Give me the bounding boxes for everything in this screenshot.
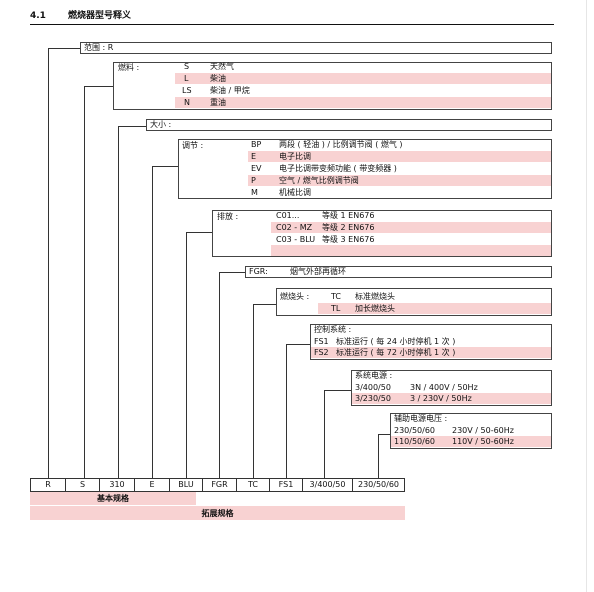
regulation-label: 调节 : [182,141,204,150]
regulation-code: EV [251,164,262,173]
regulation-desc: 空气 / 燃气比例调节阀 [279,176,359,185]
model-cell: TC [236,478,270,492]
fuel-row-highlight [175,73,551,84]
control-desc: 标准运行 ( 每 72 小时停机 1 次 ) [336,348,456,357]
extended-spec-bar [30,506,405,520]
fuel-code: S [184,62,190,71]
aux-desc: 110V / 50-60Hz [452,437,514,446]
fgr-desc: 烟气外部再循环 [290,267,346,276]
regulation-code: M [251,188,258,197]
page-edge [586,0,587,592]
aux-code: 230/50/60 [394,426,436,435]
fuel-code: N [184,98,190,107]
range-label: 范围 : R [84,43,114,52]
regulation-desc: 机械比调 [279,188,311,197]
fuel-desc: 重油 [210,98,226,107]
power-row-highlight [352,393,551,404]
control-label: 控制系统 : [314,325,352,334]
fuel-code: L [184,74,189,83]
regulation-row-highlight [248,151,551,162]
emission-row-highlight [271,222,551,233]
aux-label: 辅助电源电压 : [394,414,448,423]
model-cell: BLU [169,478,203,492]
control-row-highlight [311,347,551,358]
power-desc: 3 / 230V / 50Hz [410,394,472,403]
head-label: 燃烧头 : [280,292,310,301]
emission-desc: 等级 3 EN676 [322,235,375,244]
head-desc: 标准燃烧头 [355,292,395,301]
fgr-label: FGR: [249,267,268,276]
emission-code: C01... [276,211,300,220]
fuel-desc: 柴油 [210,74,226,83]
fuel-label: 燃料 : [118,63,140,72]
emission-row-highlight [271,245,551,256]
section-title: 燃烧器型号释义 [68,11,132,21]
control-code: FS2 [314,348,329,357]
power-label: 系统电源 : [355,371,393,380]
regulation-code: E [251,152,257,161]
regulation-code: BP [251,140,262,149]
model-cell: FGR [202,478,237,492]
fgr-box [245,266,552,278]
fuel-row-highlight [175,97,551,108]
emission-code: C02 - MZ [276,223,313,232]
head-code: TC [331,292,342,301]
aux-desc: 230V / 50-60Hz [452,426,514,435]
power-code: 3/400/50 [355,383,391,392]
basic-spec-bar [30,492,196,505]
model-cell: E [134,478,170,492]
model-cell: 310 [99,478,135,492]
emission-desc: 等级 2 EN676 [322,223,375,232]
aux-code: 110/50/60 [394,437,436,446]
emission-desc: 等级 1 EN676 [322,211,375,220]
head-desc: 加长燃烧头 [355,304,395,313]
model-cell: FS1 [269,478,303,492]
power-desc: 3N / 400V / 50Hz [410,383,478,392]
section-number: 4.1 [30,11,46,21]
size-box [146,119,552,131]
model-cell: S [65,478,100,492]
fuel-desc: 柴油 / 甲烷 [210,86,250,95]
head-code: TL [331,304,341,313]
regulation-desc: 两段 ( 轻油 ) / 比例调节阀 ( 燃气 ) [279,140,403,149]
emission-label: 排放 : [217,212,239,221]
power-code: 3/230/50 [355,394,391,403]
regulation-desc: 电子比调带变频功能 ( 带变频器 ) [279,164,397,173]
basic-spec-label: 基本规格 [97,494,129,503]
control-desc: 标准运行 ( 每 24 小时停机 1 次 ) [336,337,456,346]
head-row-highlight [318,303,551,314]
regulation-desc: 电子比调 [279,152,311,161]
regulation-code: P [251,176,256,185]
fuel-code: LS [182,86,192,95]
control-code: FS1 [314,337,329,346]
regulation-box [178,139,552,199]
extended-spec-label: 拓展规格 [201,509,234,518]
model-cell: 3/400/50 [302,478,353,492]
model-cell: 230/50/60 [352,478,405,492]
aux-row-highlight [391,436,551,447]
range-box [80,42,552,54]
header-rule [30,24,554,25]
fuel-desc: 天然气 [210,62,234,71]
size-label: 大小 : [150,120,172,129]
regulation-row-highlight [248,175,551,186]
model-cell: R [30,478,66,492]
emission-code: C03 - BLU [276,235,316,244]
